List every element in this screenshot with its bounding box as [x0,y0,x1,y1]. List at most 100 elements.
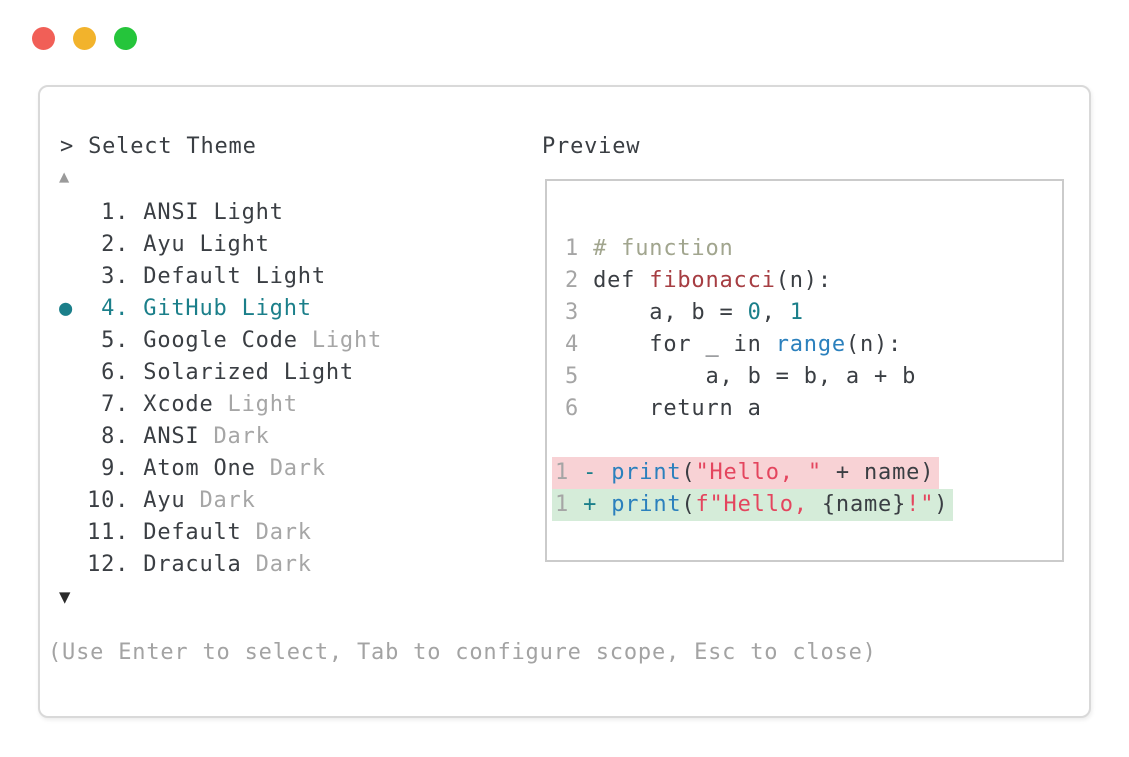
theme-name: Xcode [143,392,214,417]
theme-name-variant: Dark [185,488,256,513]
minimize-window-icon[interactable] [73,27,96,50]
code-line: 1 # function [552,233,953,265]
bullet-slot [59,200,87,225]
theme-name: Ayu Light [143,232,270,257]
bullet-slot [59,488,87,513]
keyboard-hints: (Use Enter to select, Tab to configure s… [48,640,877,665]
theme-list-item[interactable]: 12. Dracula Dark [59,549,382,581]
theme-name: Default Light [143,264,326,289]
token-text: a, b = [593,300,748,325]
theme-name-variant: Dark [199,424,270,449]
scroll-up-icon[interactable]: ▲ [59,167,71,187]
code-line: 2 def fibonacci(n): [552,265,953,297]
bullet-slot [59,392,87,417]
theme-name-variant: Light [297,328,383,353]
blank-line [552,425,953,457]
theme-name: Solarized Light [143,360,354,385]
diff-highlight-removed: 1 - print("Hello, " + name) [552,457,940,489]
bullet-slot [59,232,87,257]
theme-name: Atom One [143,456,256,481]
token-text: a, b = b, a + b [593,364,917,389]
theme-name-variant: Dark [241,552,312,577]
theme-number: 5. [87,328,144,353]
token-text: ( [681,460,696,485]
theme-name: Google Code [143,328,298,353]
code-line: 4 for _ in range(n): [552,329,953,361]
theme-list: 1. ANSI Light 2. Ayu Light 3. Default Li… [59,197,382,581]
bullet-slot [59,328,87,353]
token-number: 0 [747,300,762,325]
token-text: for _ in [593,332,776,357]
preview-label: Preview [542,134,641,159]
theme-number: 1. [87,200,144,225]
line-number: 1 [555,460,584,485]
code-line: 5 a, b = b, a + b [552,361,953,393]
token-number: 1 [789,300,804,325]
line-number: 4 [565,332,594,357]
token-text: ) [934,492,949,517]
scroll-down-icon[interactable]: ▼ [59,586,72,608]
theme-list-item[interactable]: 5. Google Code Light [59,325,382,357]
theme-list-item[interactable]: 2. Ayu Light [59,229,382,261]
theme-list-item[interactable]: 9. Atom One Dark [59,453,382,485]
theme-number: 8. [87,424,144,449]
theme-number: 9. [87,456,144,481]
token-sign: - [583,460,612,485]
theme-list-item[interactable]: 6. Solarized Light [59,357,382,389]
bullet-slot [59,424,87,449]
theme-list-item[interactable]: 8. ANSI Dark [59,421,382,453]
theme-name-variant: Light [213,392,298,417]
token-string: !" [906,492,935,517]
theme-name: GitHub Light [143,296,312,321]
bullet-slot [59,264,87,289]
bullet-slot [59,552,87,577]
token-builtin: print [611,492,682,517]
theme-list-item[interactable]: 11. Default Dark [59,517,382,549]
bullet-slot [59,456,87,481]
token-builtin: print [611,460,682,485]
token-text: + name) [821,460,935,485]
theme-list-item[interactable]: 3. Default Light [59,261,382,293]
zoom-window-icon[interactable] [114,27,137,50]
theme-name-variant: Dark [255,456,326,481]
theme-number: 4. [87,296,144,321]
theme-number: 7. [87,392,144,417]
prompt-caret-icon: > [60,134,75,159]
token-text: ( [681,492,696,517]
code-line: 6 return a [552,393,953,425]
theme-selector-dialog: > Select Theme ▲ 1. ANSI Light 2. Ayu Li… [38,85,1091,718]
token-text: (n): [845,332,903,357]
line-number: 1 [565,236,594,261]
theme-list-item[interactable]: ● 4. GitHub Light [59,293,382,325]
window-controls [32,27,137,50]
theme-number: 11. [87,520,144,545]
token-function: fibonacci [649,268,776,293]
theme-number: 12. [87,552,144,577]
bullet-slot [59,360,87,385]
token-sign: + [583,492,612,517]
token-text: return a [593,396,762,421]
theme-name: Default [143,520,242,545]
diff-line-removed: 1 - print("Hello, " + name) [552,457,953,489]
diff-line-added: 1 + print(f"Hello, {name}!") [552,489,954,521]
code-line: 3 a, b = 0, 1 [552,297,953,329]
bullet-slot [59,520,87,545]
dialog-title: > Select Theme [60,131,257,163]
theme-name: ANSI [143,424,200,449]
theme-name: Ayu [143,488,186,513]
line-number: 1 [555,492,584,517]
close-window-icon[interactable] [32,27,55,50]
line-number: 3 [565,300,594,325]
theme-list-item[interactable]: 7. Xcode Light [59,389,382,421]
token-text: (n): [775,268,832,293]
theme-number: 2. [87,232,144,257]
theme-list-item[interactable]: 1. ANSI Light [59,197,382,229]
theme-number: 6. [87,360,144,385]
token-text: {name} [821,492,907,517]
theme-list-item[interactable]: 10. Ayu Dark [59,485,382,517]
theme-number: 3. [87,264,144,289]
theme-name-variant: Dark [241,520,312,545]
diff-highlight-added: 1 + print(f"Hello, {name}!") [552,489,954,521]
